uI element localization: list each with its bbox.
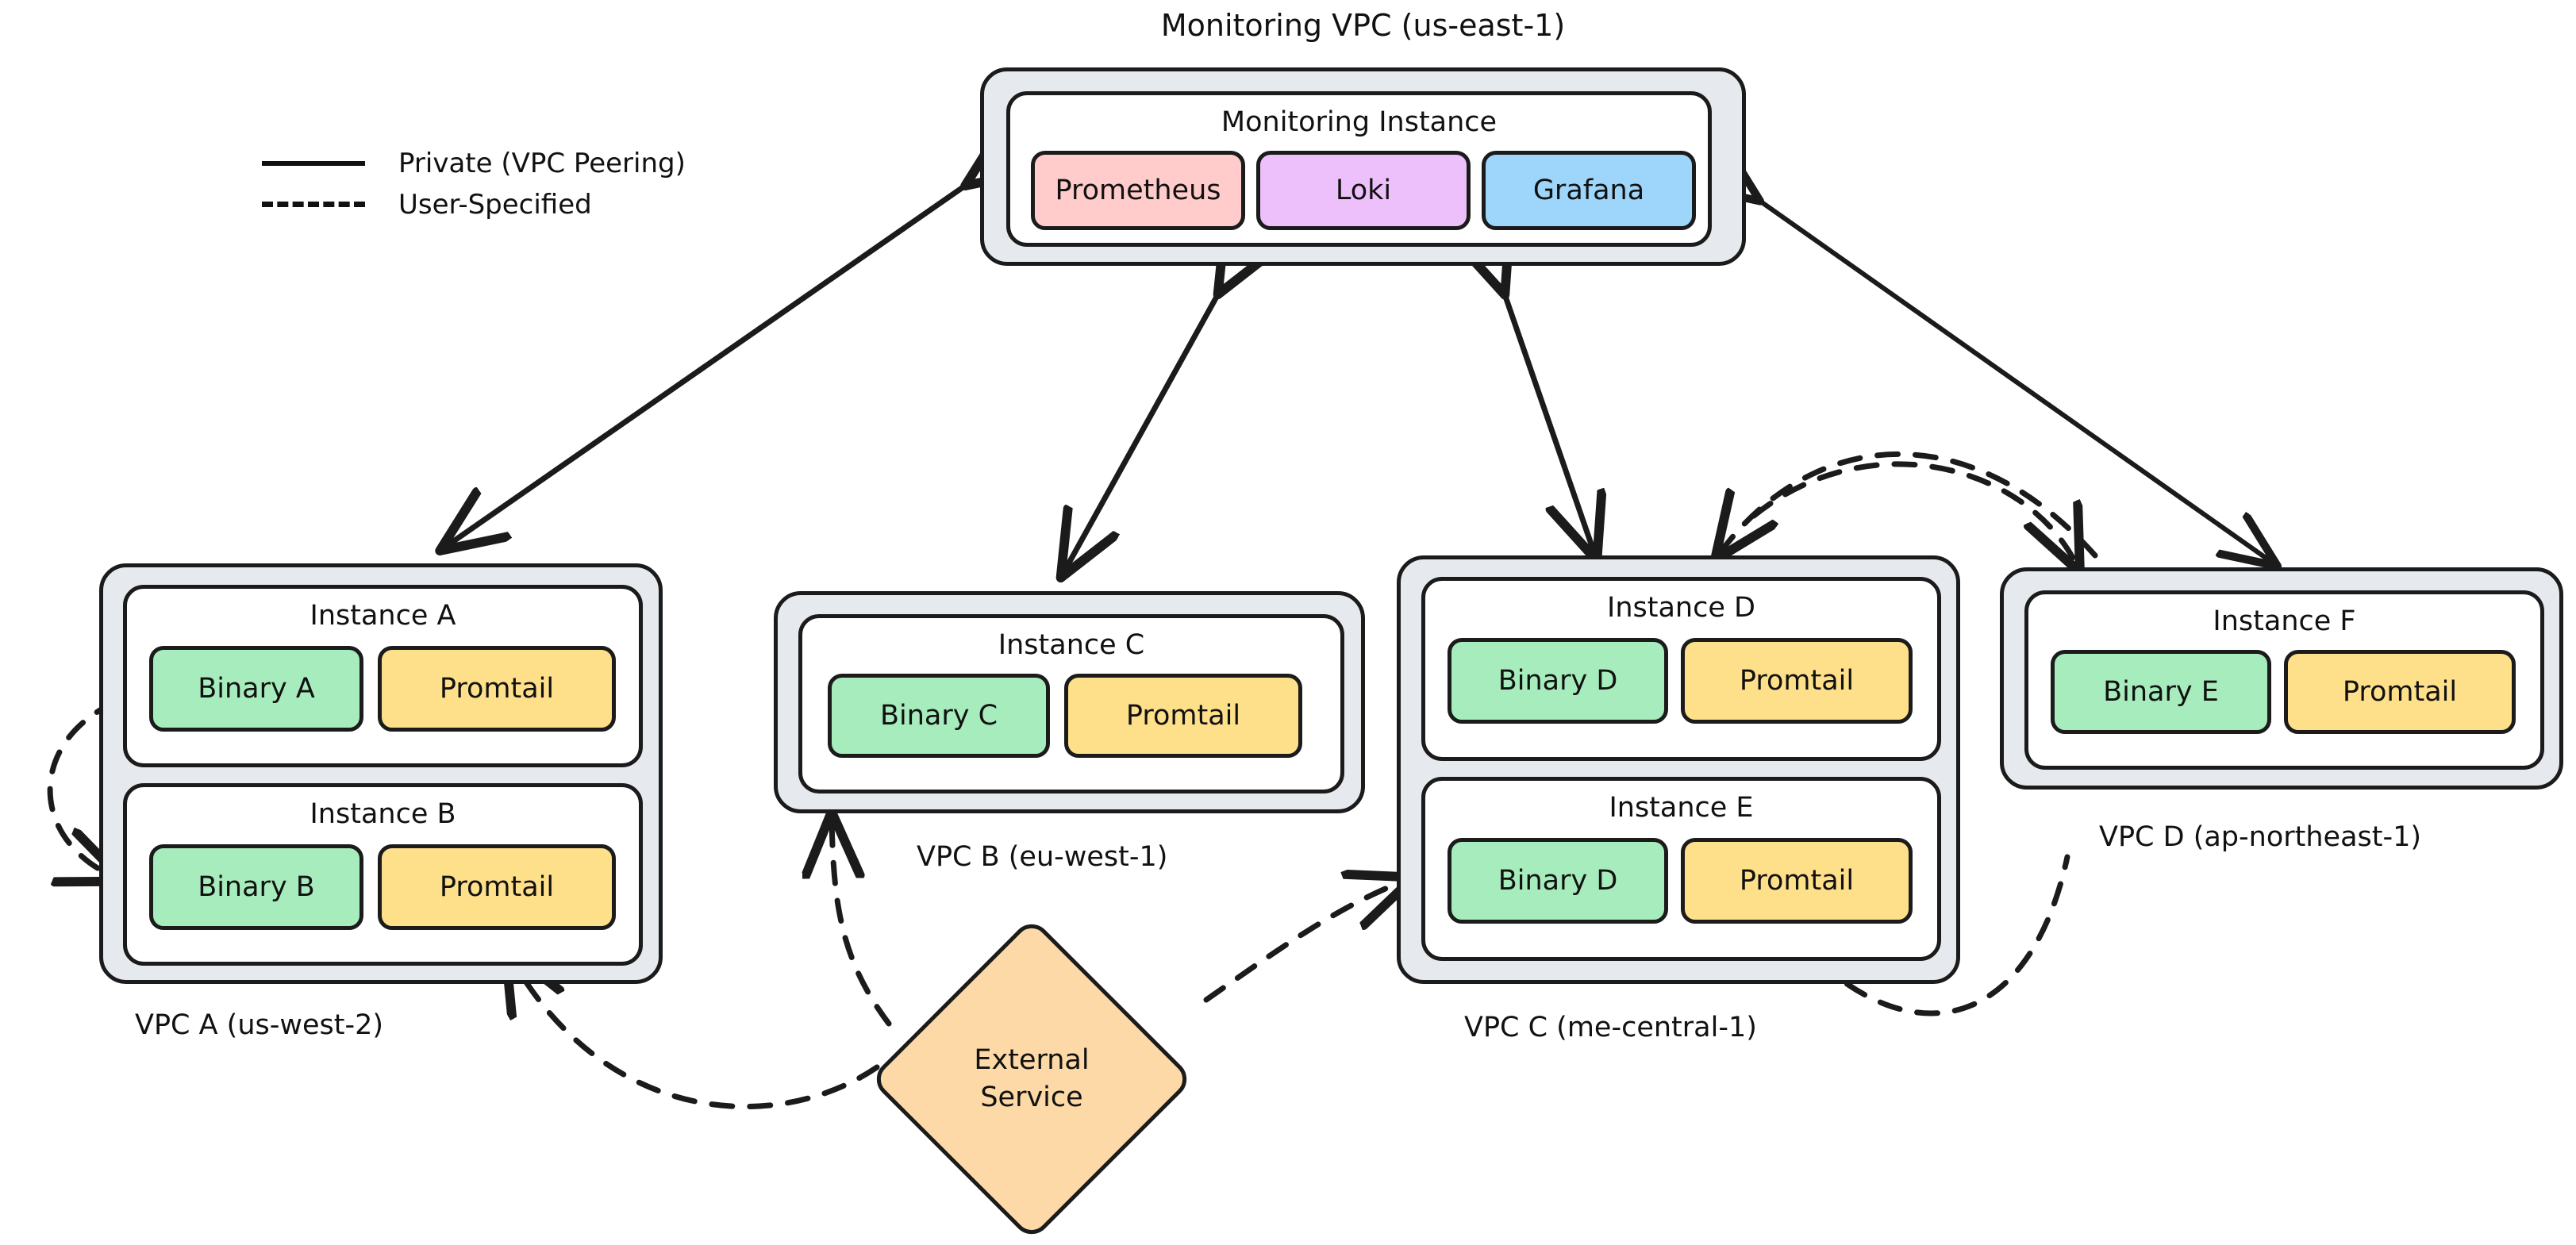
instance-c-title: Instance C [998, 629, 1145, 661]
instance-f[interactable]: Instance F Binary E Promtail [2024, 590, 2544, 770]
vpc-b[interactable]: Instance C Binary C Promtail [774, 591, 1365, 813]
service-promtail-d[interactable]: Promtail [1681, 638, 1913, 724]
instance-b-title: Instance B [310, 798, 456, 830]
service-promtail-e[interactable]: Promtail [1681, 838, 1913, 924]
monitoring-instance-title: Monitoring Instance [1221, 106, 1498, 138]
external-service-line2: Service [980, 1082, 1083, 1113]
vpc-d-label: VPC D (ap-northeast-1) [2099, 821, 2422, 853]
vpc-c-label: VPC C (me-central-1) [1464, 1012, 1757, 1043]
monitoring-instance[interactable]: Monitoring Instance Prometheus Loki Graf… [1006, 91, 1712, 247]
instance-a[interactable]: Instance A Binary A Promtail [123, 585, 643, 767]
edge-external-to-vpc-c [1203, 879, 1409, 1003]
legend-item-private: Private (VPC Peering) [262, 143, 686, 184]
vpc-a[interactable]: Instance A Binary A Promtail Instance B … [99, 563, 663, 984]
edge-vpc-d-to-vpc-c [1718, 452, 2098, 555]
external-service-text: External Service [917, 964, 1147, 1194]
service-binary-f[interactable]: Binary E [2051, 650, 2271, 734]
vpc-d[interactable]: Instance F Binary E Promtail [2000, 567, 2563, 790]
external-service-line1: External [974, 1043, 1090, 1076]
edge-monitoring-to-vpc-a [444, 183, 970, 548]
service-promtail-c[interactable]: Promtail [1064, 674, 1302, 758]
vpc-a-label: VPC A (us-west-2) [135, 1009, 384, 1041]
instance-b[interactable]: Instance B Binary B Promtail [123, 783, 643, 966]
service-binary-a[interactable]: Binary A [149, 646, 363, 732]
vpc-b-label: VPC B (eu-west-1) [917, 841, 1168, 873]
service-promtail-b[interactable]: Promtail [378, 844, 616, 930]
instance-e-title: Instance E [1609, 792, 1754, 824]
service-loki[interactable]: Loki [1256, 151, 1471, 230]
instance-f-title: Instance F [2213, 605, 2356, 637]
edge-monitoring-to-vpc-d [1756, 198, 2274, 563]
legend-label-user-specified: User-Specified [398, 189, 592, 221]
legend-item-user-specified: User-Specified [262, 184, 686, 225]
instance-a-title: Instance A [310, 600, 456, 632]
monitoring-vpc[interactable]: Monitoring Instance Prometheus Loki Graf… [980, 67, 1746, 266]
instance-d-title: Instance D [1607, 592, 1755, 624]
monitoring-vpc-title: Monitoring VPC (us-east-1) [1160, 8, 1566, 43]
edge-monitoring-to-vpc-c [1503, 290, 1595, 555]
service-prometheus[interactable]: Prometheus [1031, 151, 1245, 230]
service-binary-d[interactable]: Binary D [1448, 638, 1668, 724]
instance-d[interactable]: Instance D Binary D Promtail [1421, 577, 1941, 761]
service-promtail-a[interactable]: Promtail [378, 646, 616, 732]
edge-external-to-vpc-b [832, 817, 892, 1027]
service-binary-e[interactable]: Binary D [1448, 838, 1668, 924]
instance-c[interactable]: Instance C Binary C Promtail [798, 614, 1344, 793]
external-service-node[interactable]: External Service [868, 916, 1195, 1243]
service-binary-b[interactable]: Binary B [149, 844, 363, 930]
service-grafana[interactable]: Grafana [1482, 151, 1696, 230]
service-binary-c[interactable]: Binary C [828, 674, 1050, 758]
edge-vpc-c-to-vpc-d [1751, 461, 2078, 567]
vpc-c[interactable]: Instance D Binary D Promtail Instance E … [1397, 555, 1960, 984]
legend: Private (VPC Peering) User-Specified [262, 143, 686, 225]
service-promtail-f[interactable]: Promtail [2284, 650, 2516, 734]
edge-monitoring-to-vpc-b [1063, 290, 1221, 573]
instance-e[interactable]: Instance E Binary D Promtail [1421, 777, 1941, 961]
legend-label-private: Private (VPC Peering) [398, 148, 686, 179]
